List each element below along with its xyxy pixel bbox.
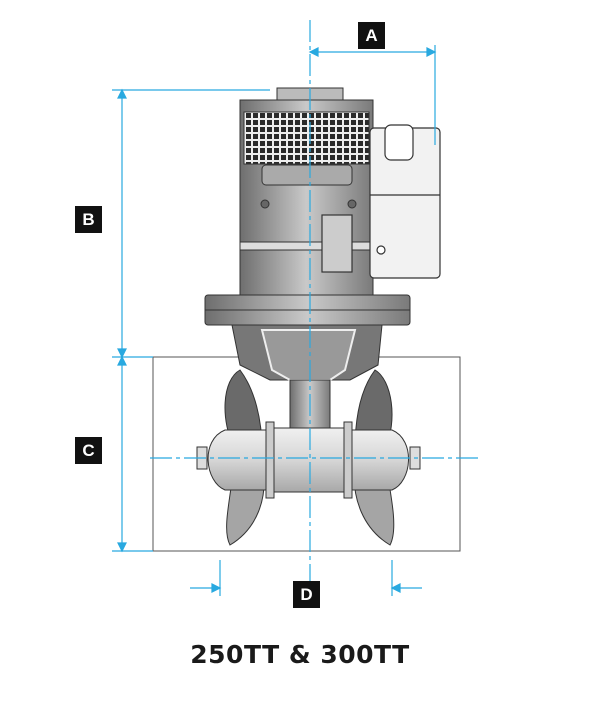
control-box xyxy=(321,124,441,279)
dimension-label-c: C xyxy=(75,437,102,464)
model-caption: 250TT & 300TT xyxy=(190,640,410,669)
dimension-label-a: A xyxy=(358,22,385,49)
dimension-label-d: D xyxy=(293,581,320,608)
flange xyxy=(204,294,411,326)
dimension-lines xyxy=(112,20,480,600)
dimension-label-b: B xyxy=(75,206,102,233)
gear-leg xyxy=(231,324,383,441)
motor xyxy=(239,87,374,301)
hub xyxy=(196,421,421,499)
